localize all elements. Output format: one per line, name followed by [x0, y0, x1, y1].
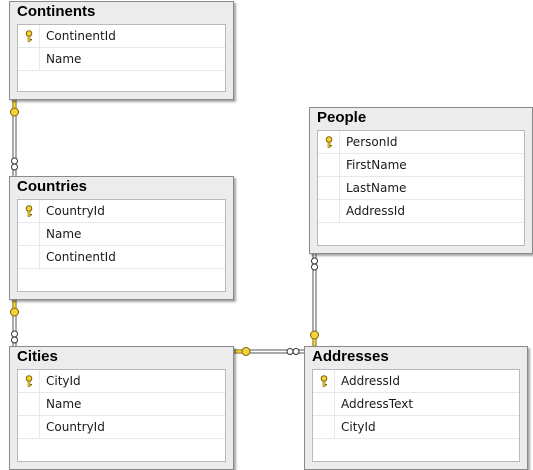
column-name: PersonId — [346, 135, 398, 149]
column-row[interactable]: LastName — [318, 177, 524, 200]
column-list: PersonId FirstName LastName AddressId — [317, 130, 525, 246]
primary-key-icon — [313, 370, 335, 392]
column-row[interactable]: Name — [18, 48, 225, 71]
column-row[interactable]: CityId — [18, 370, 225, 393]
primary-key-icon — [18, 370, 40, 392]
column-name: AddressId — [346, 204, 405, 218]
column-row[interactable]: CountryId — [18, 200, 225, 223]
column-name: LastName — [346, 181, 407, 195]
column-name: CityId — [341, 420, 376, 434]
key-end-icon — [10, 300, 19, 317]
column-name: Name — [46, 52, 82, 66]
table-cities[interactable]: Cities CityId Name CountryId — [9, 346, 234, 470]
column-row[interactable]: ContinentId — [18, 246, 225, 269]
column-row[interactable]: FirstName — [318, 154, 524, 177]
column-list: ContinentId Name — [17, 24, 226, 92]
column-row[interactable]: AddressId — [313, 370, 519, 393]
column-row[interactable]: AddressText — [313, 393, 519, 416]
table-title[interactable]: Cities — [17, 348, 58, 365]
column-row[interactable]: AddressId — [318, 200, 524, 223]
infinity-end-icon — [286, 348, 300, 355]
column-row[interactable]: CountryId — [18, 416, 225, 439]
column-name: CountryId — [46, 204, 105, 218]
column-row[interactable]: ContinentId — [18, 25, 225, 48]
table-title[interactable]: Addresses — [312, 348, 389, 365]
column-list: AddressId AddressText CityId — [312, 369, 520, 462]
column-list: CountryId Name ContinentId — [17, 199, 226, 292]
infinity-end-icon — [11, 330, 18, 344]
key-end-icon — [310, 330, 319, 347]
column-name: AddressId — [341, 374, 400, 388]
column-name: ContinentId — [46, 250, 116, 264]
table-title[interactable]: Continents — [17, 3, 96, 20]
table-people[interactable]: People PersonId FirstName LastName Addre… — [309, 107, 533, 254]
table-title[interactable]: People — [317, 109, 367, 126]
column-row[interactable]: Name — [18, 393, 225, 416]
column-list: CityId Name CountryId — [17, 369, 226, 462]
column-name: Name — [46, 397, 82, 411]
infinity-end-icon — [11, 157, 18, 171]
column-row[interactable]: PersonId — [318, 131, 524, 154]
primary-key-icon — [18, 200, 40, 222]
primary-key-icon — [18, 25, 40, 47]
column-name: CityId — [46, 374, 81, 388]
column-name: CountryId — [46, 420, 105, 434]
key-end-icon — [234, 347, 251, 356]
table-countries[interactable]: Countries CountryId Name ContinentId — [9, 176, 234, 300]
column-name: FirstName — [346, 158, 407, 172]
infinity-end-icon — [311, 257, 318, 271]
table-title[interactable]: Countries — [17, 178, 88, 195]
column-row[interactable]: Name — [18, 223, 225, 246]
key-end-icon — [10, 100, 19, 117]
table-addresses[interactable]: Addresses AddressId AddressText CityId — [304, 346, 528, 470]
table-continents[interactable]: Continents ContinentId Name — [9, 1, 234, 100]
column-name: AddressText — [341, 397, 414, 411]
column-row[interactable]: CityId — [313, 416, 519, 439]
column-name: Name — [46, 227, 82, 241]
column-name: ContinentId — [46, 29, 116, 43]
primary-key-icon — [318, 131, 340, 153]
